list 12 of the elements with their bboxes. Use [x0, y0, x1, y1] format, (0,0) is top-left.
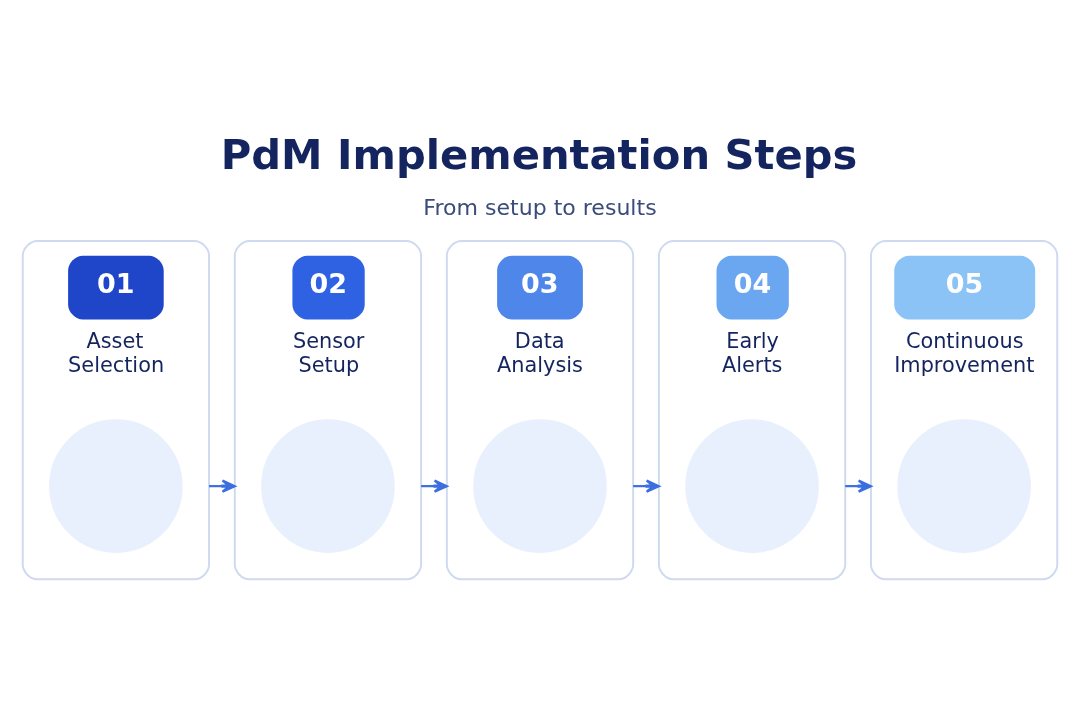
- node-circle: [261, 418, 395, 553]
- cluster: 03 Data Analysis: [445, 239, 635, 580]
- cluster: 05 Continuous Improvement: [869, 239, 1059, 580]
- cluster: 02 Sensor Setup: [233, 239, 423, 580]
- node-circle: [685, 418, 819, 553]
- node-circle: [49, 418, 183, 553]
- cluster: 01 Asset Selection: [21, 239, 211, 580]
- label: From setup to results: [423, 194, 657, 220]
- cluster: 04 Early Alerts: [657, 239, 847, 580]
- node-circle: [473, 418, 607, 553]
- diagram-title: PdM Implementation Steps: [220, 129, 858, 179]
- node-circle: [897, 418, 1031, 553]
